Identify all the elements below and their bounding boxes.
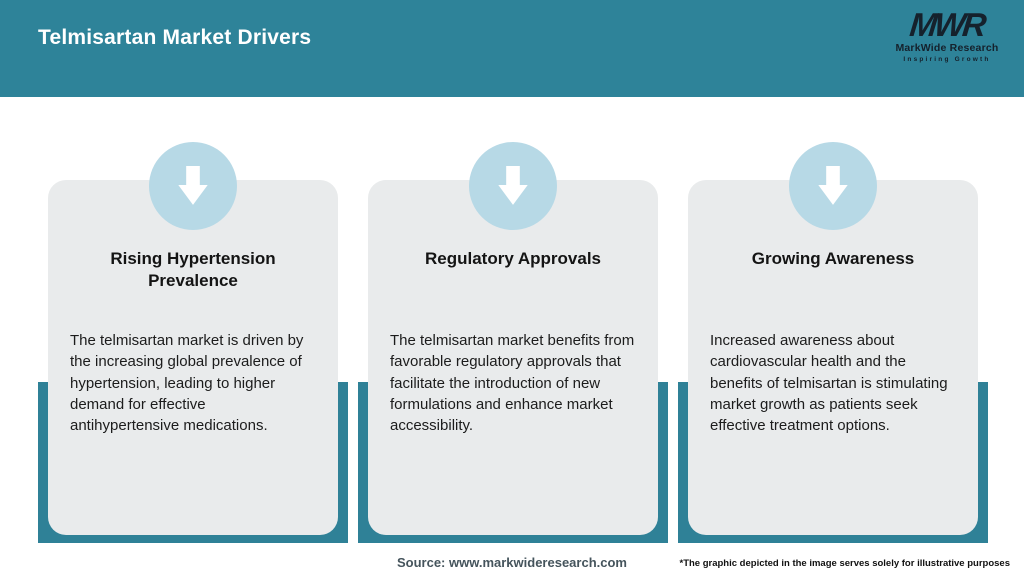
card-title: Growing Awareness — [751, 249, 915, 268]
down-arrow-icon — [789, 142, 877, 230]
logo-tagline: Inspiring Growth — [903, 55, 991, 63]
driver-card-rising-hypertension: Rising Hypertension Prevalence The telmi… — [48, 180, 338, 535]
card-title: Regulatory Approvals — [424, 249, 602, 268]
card-body-text: Increased awareness about cardiovascular… — [710, 332, 948, 435]
card-title: Rising Hypertension Prevalence — [110, 249, 276, 291]
down-arrow-icon — [469, 142, 557, 230]
source-text: Source: www.markwideresearch.com — [396, 555, 627, 570]
disclaimer-text: *The graphic depicted in the image serve… — [679, 558, 1011, 569]
down-arrow-icon — [149, 142, 237, 230]
driver-card-regulatory-approvals: Regulatory Approvals The telmisartan mar… — [368, 180, 658, 535]
card-body-text: The telmisartan market benefits from fav… — [390, 332, 635, 435]
page-title: Telmisartan Market Drivers — [38, 26, 312, 49]
header-bar: Telmisartan Market Drivers MWR MarkWide … — [0, 0, 1024, 97]
card-body-text: The telmisartan market is driven by the … — [70, 332, 304, 435]
markwide-research-logo: MWR MarkWide Research Inspiring Growth — [892, 6, 1002, 63]
driver-card-growing-awareness: Growing Awareness Increased awareness ab… — [688, 180, 978, 535]
mwr-monogram: MWR — [908, 6, 986, 43]
logo-name: MarkWide Research — [895, 42, 999, 54]
